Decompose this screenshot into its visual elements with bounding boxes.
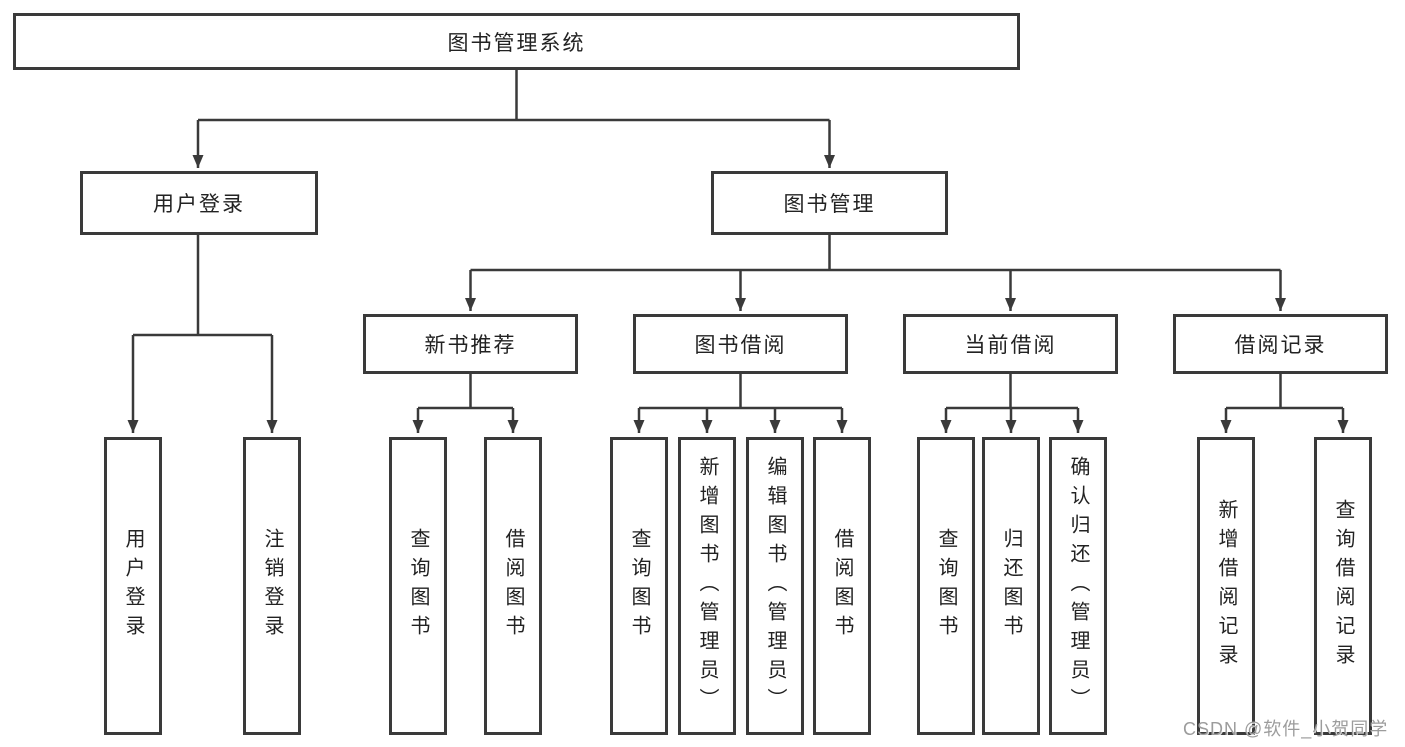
node-book-management: 图书管理 bbox=[711, 171, 948, 235]
node-label: 新书推荐 bbox=[424, 334, 517, 357]
leaf-borrow-books: 借阅图书 bbox=[813, 437, 871, 735]
leaf-query-books-recommend: 查询图书 bbox=[389, 437, 447, 735]
leaf-borrow-books-recommend: 借阅图书 bbox=[484, 437, 542, 735]
node-label: 查询借阅记录 bbox=[1332, 499, 1354, 673]
leaf-edit-books-admin: 编辑图书（管理员） bbox=[746, 437, 804, 735]
connector bbox=[198, 70, 830, 122]
leaf-query-books-current: 查询图书 bbox=[917, 437, 975, 735]
node-user-login: 用户登录 bbox=[80, 171, 318, 235]
connector bbox=[946, 374, 1078, 410]
node-label: 图书管理系统 bbox=[447, 31, 586, 55]
node-label: 借阅图书 bbox=[502, 528, 524, 644]
node-label: 新增图书（管理员） bbox=[696, 455, 718, 717]
node-label: 查询图书 bbox=[407, 528, 429, 644]
node-label: 借阅图书 bbox=[831, 528, 853, 644]
node-label: 用户登录 bbox=[153, 193, 245, 216]
node-label: 图书借阅 bbox=[694, 334, 787, 357]
node-label: 编辑图书（管理员） bbox=[764, 455, 786, 717]
node-current-borrowing: 当前借阅 bbox=[903, 314, 1118, 374]
node-label: 查询图书 bbox=[935, 528, 957, 644]
node-label: 注销登录 bbox=[261, 528, 283, 644]
node-borrowing-records: 借阅记录 bbox=[1173, 314, 1388, 374]
node-label: 归还图书 bbox=[1000, 528, 1022, 644]
node-label: 查询图书 bbox=[628, 528, 650, 644]
node-new-book-recommendation: 新书推荐 bbox=[363, 314, 578, 374]
node-label: 确认归还（管理员） bbox=[1067, 455, 1089, 717]
node-book-borrowing: 图书借阅 bbox=[633, 314, 848, 374]
node-library-management-system: 图书管理系统 bbox=[13, 13, 1020, 70]
leaf-confirm-return-admin: 确认归还（管理员） bbox=[1049, 437, 1107, 735]
leaf-return-books: 归还图书 bbox=[982, 437, 1040, 735]
connector bbox=[1226, 374, 1343, 410]
leaf-user-login: 用户登录 bbox=[104, 437, 162, 735]
node-label: 当前借阅 bbox=[964, 334, 1057, 357]
node-label: 借阅记录 bbox=[1234, 334, 1327, 357]
node-label: 用户登录 bbox=[122, 528, 144, 644]
leaf-add-books-admin: 新增图书（管理员） bbox=[678, 437, 736, 735]
leaf-query-borrow-record: 查询借阅记录 bbox=[1314, 437, 1372, 735]
leaf-query-books-borrow: 查询图书 bbox=[610, 437, 668, 735]
leaf-logout: 注销登录 bbox=[243, 437, 301, 735]
csdn-watermark: CSDN @软件_小贺同学 bbox=[1183, 719, 1389, 739]
node-label: 图书管理 bbox=[783, 193, 876, 216]
leaf-add-borrow-record: 新增借阅记录 bbox=[1197, 437, 1255, 735]
connector bbox=[470, 235, 1281, 272]
connector bbox=[133, 235, 272, 337]
connector bbox=[639, 374, 842, 410]
node-label: 新增借阅记录 bbox=[1215, 499, 1237, 673]
connector bbox=[418, 374, 513, 410]
